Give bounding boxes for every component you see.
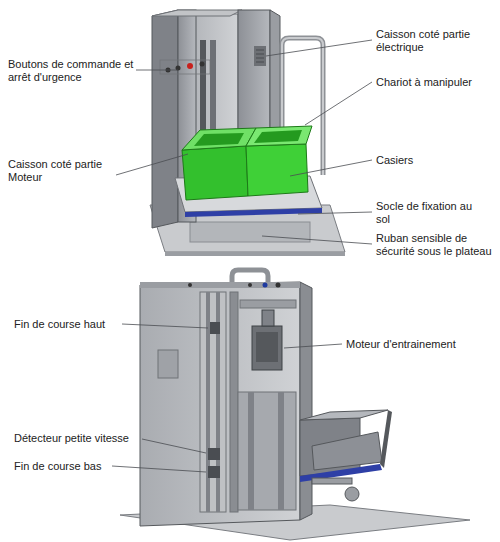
callout-label: Fin de course bas — [14, 460, 112, 473]
leader-lines — [112, 40, 372, 472]
bottom-machine — [120, 270, 470, 540]
callout-label: Casiers — [376, 154, 494, 167]
callout-label: Fin de course haut — [14, 318, 122, 331]
callout-label: Moteur d'entrainement — [346, 338, 496, 351]
callout-label: Chariot à manipuler — [376, 76, 494, 89]
callout-label: Socle de fixation au sol — [376, 200, 486, 226]
callout-label: Ruban sensible de sécurité sous le plate… — [376, 232, 496, 258]
callout-label: Caisson coté partie Moteur — [8, 158, 116, 184]
top-machine — [150, 10, 345, 256]
callout-label: Caisson coté partie électrique — [376, 28, 494, 54]
callout-label: Détecteur petite vitesse — [14, 432, 142, 445]
callout-label: Boutons de commande et arrêt d'urgence — [8, 58, 136, 84]
